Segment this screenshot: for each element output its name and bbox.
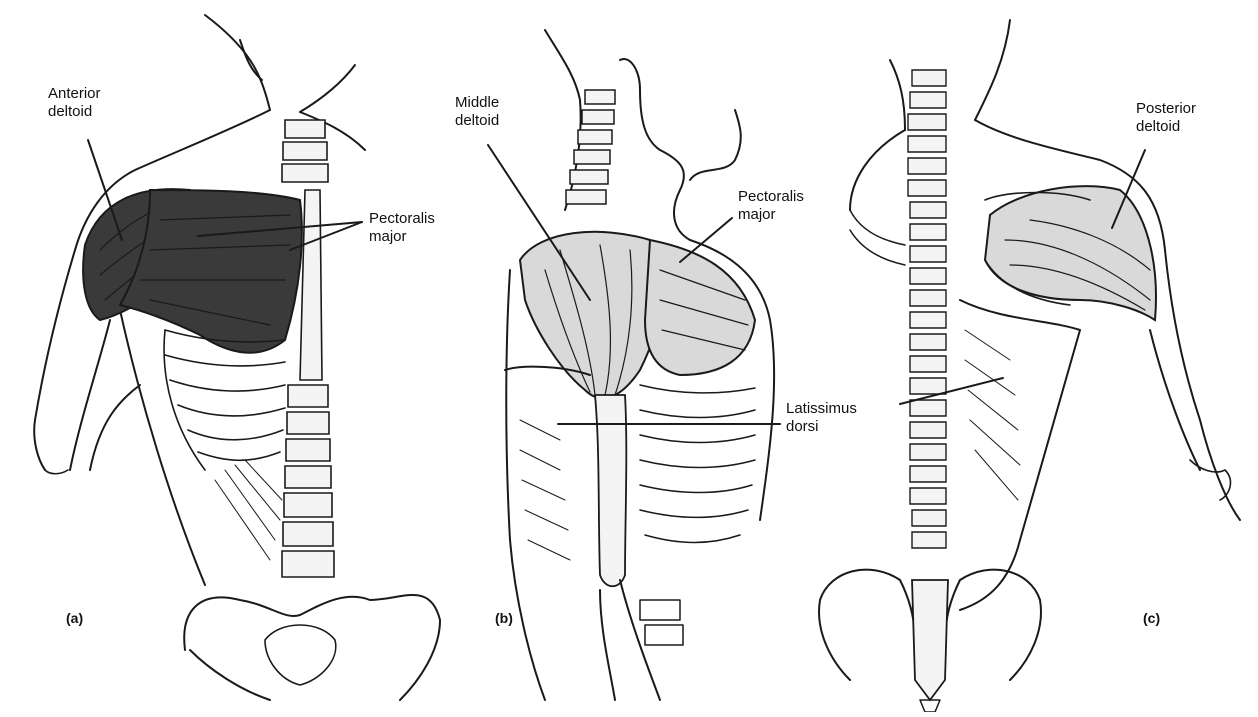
label-latissimus-dorsi-line1: Latissimus [786, 400, 857, 418]
label-middle-deltoid: Middle deltoid [455, 94, 499, 130]
spine-a [282, 120, 334, 577]
label-pectoralis-major-a-line1: Pectoralis [369, 210, 435, 228]
panel-b-drawing [505, 30, 774, 700]
label-pectoralis-major-b: Pectoralis major [738, 188, 804, 224]
panel-label-c: (c) [1143, 610, 1160, 626]
label-posterior-deltoid-line2: deltoid [1136, 118, 1196, 136]
label-anterior-deltoid: Anterior deltoid [48, 85, 101, 121]
label-posterior-deltoid-line1: Posterior [1136, 100, 1196, 118]
label-pectoralis-major-a-line2: major [369, 228, 435, 246]
label-anterior-deltoid-line2: deltoid [48, 103, 101, 121]
label-anterior-deltoid-line1: Anterior [48, 85, 101, 103]
label-pectoralis-major-a: Pectoralis major [369, 210, 435, 246]
label-latissimus-dorsi: Latissimus dorsi [786, 400, 857, 436]
label-latissimus-dorsi-line2: dorsi [786, 418, 857, 436]
label-middle-deltoid-line1: Middle [455, 94, 499, 112]
label-pectoralis-major-b-line1: Pectoralis [738, 188, 804, 206]
label-posterior-deltoid: Posterior deltoid [1136, 100, 1196, 136]
label-middle-deltoid-line2: deltoid [455, 112, 499, 130]
panel-label-b: (b) [495, 610, 513, 626]
spine-c [908, 70, 946, 548]
panel-label-a: (a) [66, 610, 83, 626]
label-pectoralis-major-b-line2: major [738, 206, 804, 224]
